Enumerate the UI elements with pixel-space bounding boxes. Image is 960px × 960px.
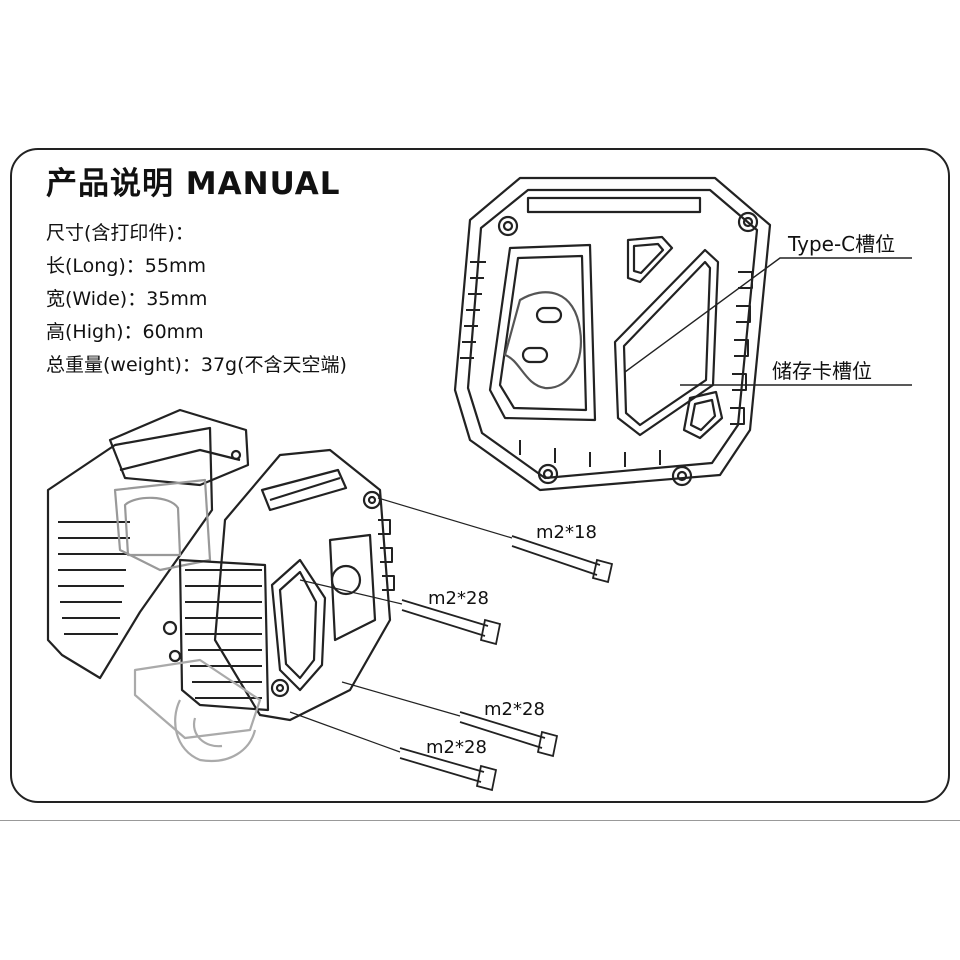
spec-width: 宽(Wide)：35mm: [46, 288, 208, 310]
screws: [289, 497, 614, 792]
spec-size-heading: 尺寸(含打印件)：: [46, 222, 194, 244]
screw-label-m2-18: m2*18: [536, 522, 597, 543]
page-title: 产品说明 MANUAL: [46, 166, 341, 202]
spec-height: 高(High)：60mm: [46, 321, 204, 343]
callout-storage-card-slot: 储存卡槽位: [772, 359, 872, 383]
screw-label-m2-28-b: m2*28: [484, 699, 545, 720]
divider-line: [0, 820, 960, 821]
manual-frame: [10, 148, 950, 803]
callout-typec-slot: Type-C槽位: [788, 232, 896, 256]
spec-length: 长(Long)：55mm: [46, 255, 206, 277]
spec-weight: 总重量(weight)：37g(不含天空端): [46, 354, 347, 376]
callout-lines: [624, 257, 912, 386]
assembly-drawing: [46, 408, 395, 763]
screw-label-m2-28-a: m2*28: [428, 588, 489, 609]
screw-label-m2-28-c: m2*28: [426, 737, 487, 758]
side-plate-drawing: [453, 176, 772, 492]
